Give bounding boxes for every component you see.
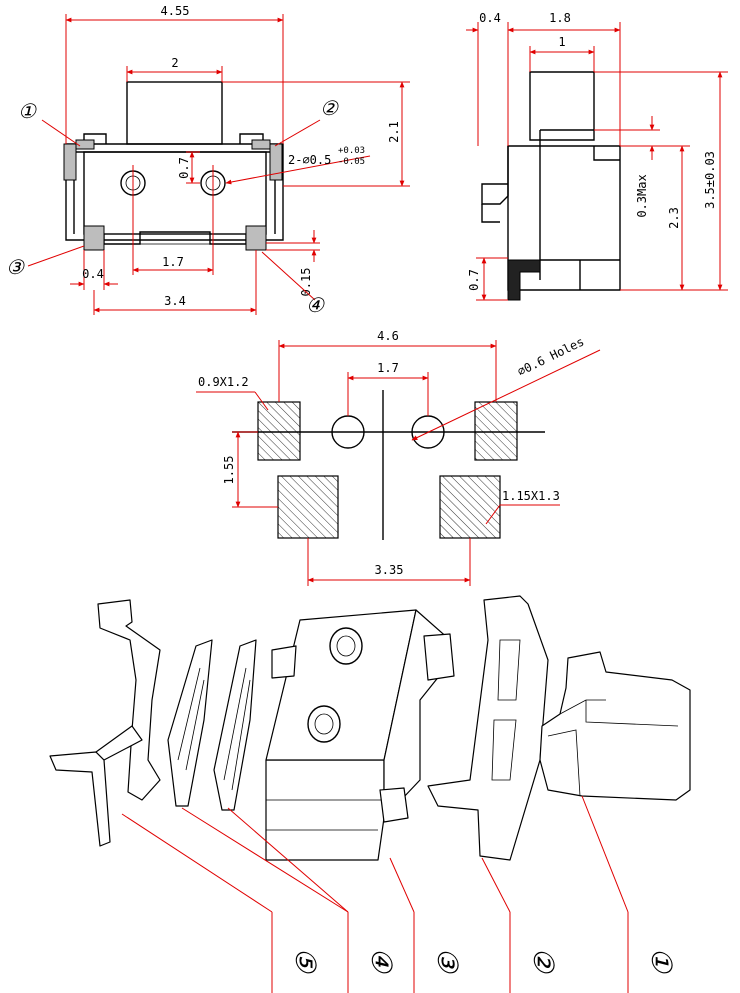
dim-1.7-pcb: 1.7 bbox=[377, 361, 399, 375]
pad-small-right bbox=[474, 401, 518, 461]
part-2-cover-frame bbox=[427, 595, 549, 861]
hole-tol-plus: +0.03 bbox=[338, 146, 365, 156]
part-3-body bbox=[265, 609, 455, 861]
label-2: ② bbox=[527, 947, 560, 974]
dim-0.7: 0.7 bbox=[177, 157, 191, 179]
front-view: 4.55 2 2.1 0.7 2-∅0.5 +0.03 -0.05 1.7 0.… bbox=[6, 4, 410, 317]
dim-4.55: 4.55 bbox=[161, 4, 190, 18]
dim-1.7: 1.7 bbox=[162, 255, 184, 269]
dim-3.35: 3.35 bbox=[375, 563, 404, 577]
side-actuator bbox=[529, 71, 595, 141]
actuator bbox=[126, 81, 223, 145]
corner-left bbox=[63, 143, 77, 181]
label-1: ① bbox=[645, 947, 678, 974]
pad-large-right bbox=[439, 475, 501, 539]
side-view: 0.4 1.8 1 3.5±0.03 0.3Max 2.3 0.7 bbox=[466, 11, 728, 301]
side-terminal bbox=[507, 259, 541, 301]
dim-1.15x1.3: 1.15X1.3 bbox=[502, 489, 560, 503]
dim-2: 2 bbox=[171, 56, 178, 70]
label-3: ③ bbox=[431, 947, 464, 974]
pcb-layout: 4.6 1.7 0.9X1.2 ∅0.6 Holes 1.55 1.15X1.3… bbox=[196, 329, 601, 586]
label-4: ④ bbox=[365, 947, 398, 974]
lug-left bbox=[83, 133, 107, 144]
dim-0.3max: 0.3Max bbox=[635, 174, 649, 217]
corner-cap-right bbox=[251, 139, 271, 150]
hole-tol-minus: -0.05 bbox=[338, 157, 365, 167]
terminal-left bbox=[83, 225, 105, 251]
part-1-actuator bbox=[539, 651, 691, 801]
dim-0.4-side: 0.4 bbox=[479, 11, 501, 25]
corner-cap-left bbox=[75, 139, 95, 150]
hole-callout: 2-∅0.5 bbox=[288, 153, 331, 167]
callout-1: ① bbox=[18, 99, 37, 123]
hole-size: ∅0.6 Holes bbox=[515, 334, 586, 378]
dim-4.6: 4.6 bbox=[377, 329, 399, 343]
dim-0.7-side: 0.7 bbox=[467, 269, 481, 291]
dim-3.5: 3.5±0.03 bbox=[703, 151, 717, 209]
lug-right bbox=[239, 133, 264, 144]
dim-0.9x1.2: 0.9X1.2 bbox=[198, 375, 249, 389]
dim-0.4: 0.4 bbox=[82, 267, 104, 281]
callout-2: ② bbox=[320, 96, 339, 120]
dim-2.3: 2.3 bbox=[667, 207, 681, 229]
dim-1.8: 1.8 bbox=[549, 11, 571, 25]
part-5-terminal-frame bbox=[49, 599, 161, 847]
callout-4: ④ bbox=[306, 293, 325, 317]
dim-1: 1 bbox=[558, 35, 565, 49]
pad-large-left bbox=[277, 475, 339, 539]
corner-right bbox=[269, 143, 283, 181]
part-4-contact-springs bbox=[167, 639, 257, 811]
callout-3: ③ bbox=[6, 255, 25, 279]
dim-1.55: 1.55 bbox=[222, 456, 236, 485]
side-post bbox=[481, 146, 509, 205]
dim-2.1: 2.1 bbox=[387, 121, 401, 143]
pad-small-left bbox=[257, 401, 301, 461]
frame-inner bbox=[74, 151, 276, 234]
body bbox=[83, 151, 267, 235]
label-5: ⑤ bbox=[289, 947, 322, 974]
exploded-view: ⑤ ④ ③ ② ① bbox=[49, 595, 691, 993]
dim-3.4: 3.4 bbox=[164, 294, 186, 308]
frame-outline bbox=[65, 143, 284, 241]
terminal-right bbox=[245, 225, 267, 251]
